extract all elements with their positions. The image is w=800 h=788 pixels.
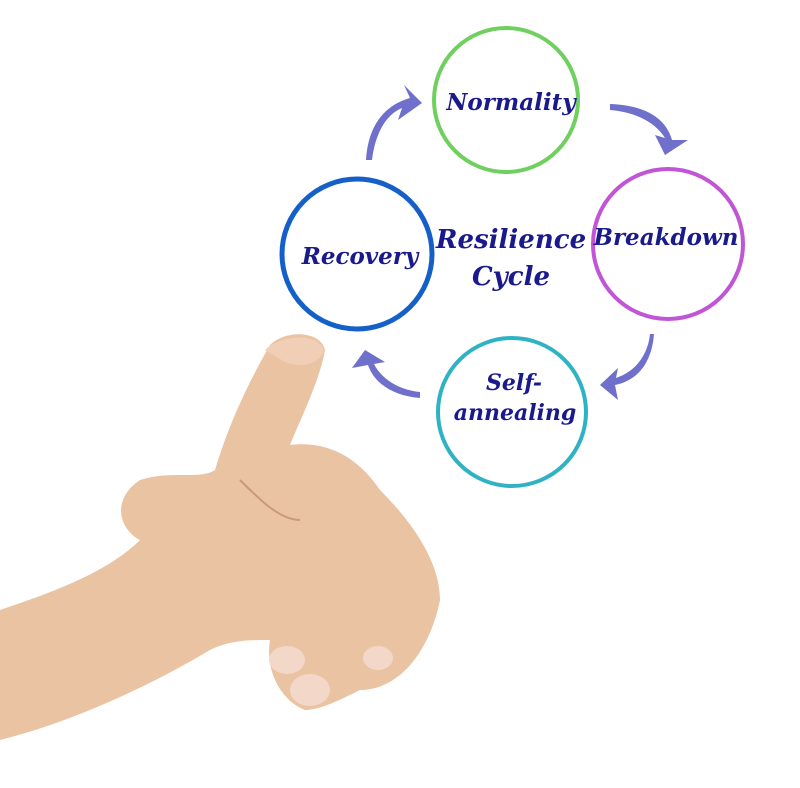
diagram-title-line1: Resilience [435, 225, 586, 255]
diagram-title-line2: Cycle [472, 262, 550, 292]
stage-circle-breakdown [591, 167, 745, 321]
stage-circle-normality [432, 26, 580, 174]
stage-label-breakdown: Breakdown [593, 224, 739, 251]
arrow-self-annealing-to-recovery-icon [352, 350, 420, 398]
arrow-recovery-to-normality-icon [366, 85, 422, 160]
stage-circle-self-annealing [436, 336, 588, 488]
pointing-hand [0, 334, 440, 740]
stage-label-self: Self- [486, 370, 542, 396]
stage-label-recovery: Recovery [301, 243, 420, 270]
arrow-breakdown-to-self-annealing-icon [600, 334, 654, 400]
arrow-normality-to-breakdown-icon [610, 104, 688, 155]
stage-circle-recovery [279, 176, 435, 332]
stage-label-annealing: annealing [454, 400, 577, 426]
stage-label-normality: Normality [445, 89, 577, 116]
